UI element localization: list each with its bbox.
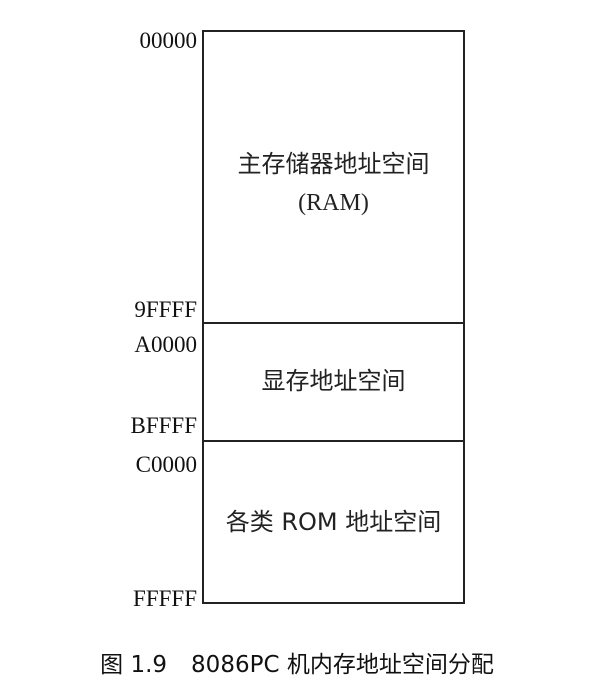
divider-ram-video	[202, 322, 465, 324]
address-c0000: C0000	[135, 452, 197, 477]
divider-video-rom	[202, 440, 465, 442]
region-main-memory-ram: (RAM)	[298, 190, 369, 216]
memory-box	[202, 30, 465, 604]
figure-number: 图 1.9	[100, 652, 168, 678]
address-9ffff: 9FFFF	[134, 297, 197, 322]
region-rom: 各类 ROM 地址空间	[225, 508, 442, 536]
figure-caption: 图 1.9 8086PC 机内存地址空间分配	[0, 650, 594, 680]
address-bffff: BFFFF	[130, 413, 197, 438]
region-main-memory-title: 主存储器地址空间	[237, 150, 430, 178]
address-00000: 00000	[139, 28, 198, 53]
address-a0000: A0000	[134, 332, 197, 357]
figure-title: 8086PC 机内存地址空间分配	[191, 652, 494, 678]
address-fffff: FFFFF	[133, 586, 197, 611]
region-video-memory: 显存地址空间	[261, 367, 406, 395]
